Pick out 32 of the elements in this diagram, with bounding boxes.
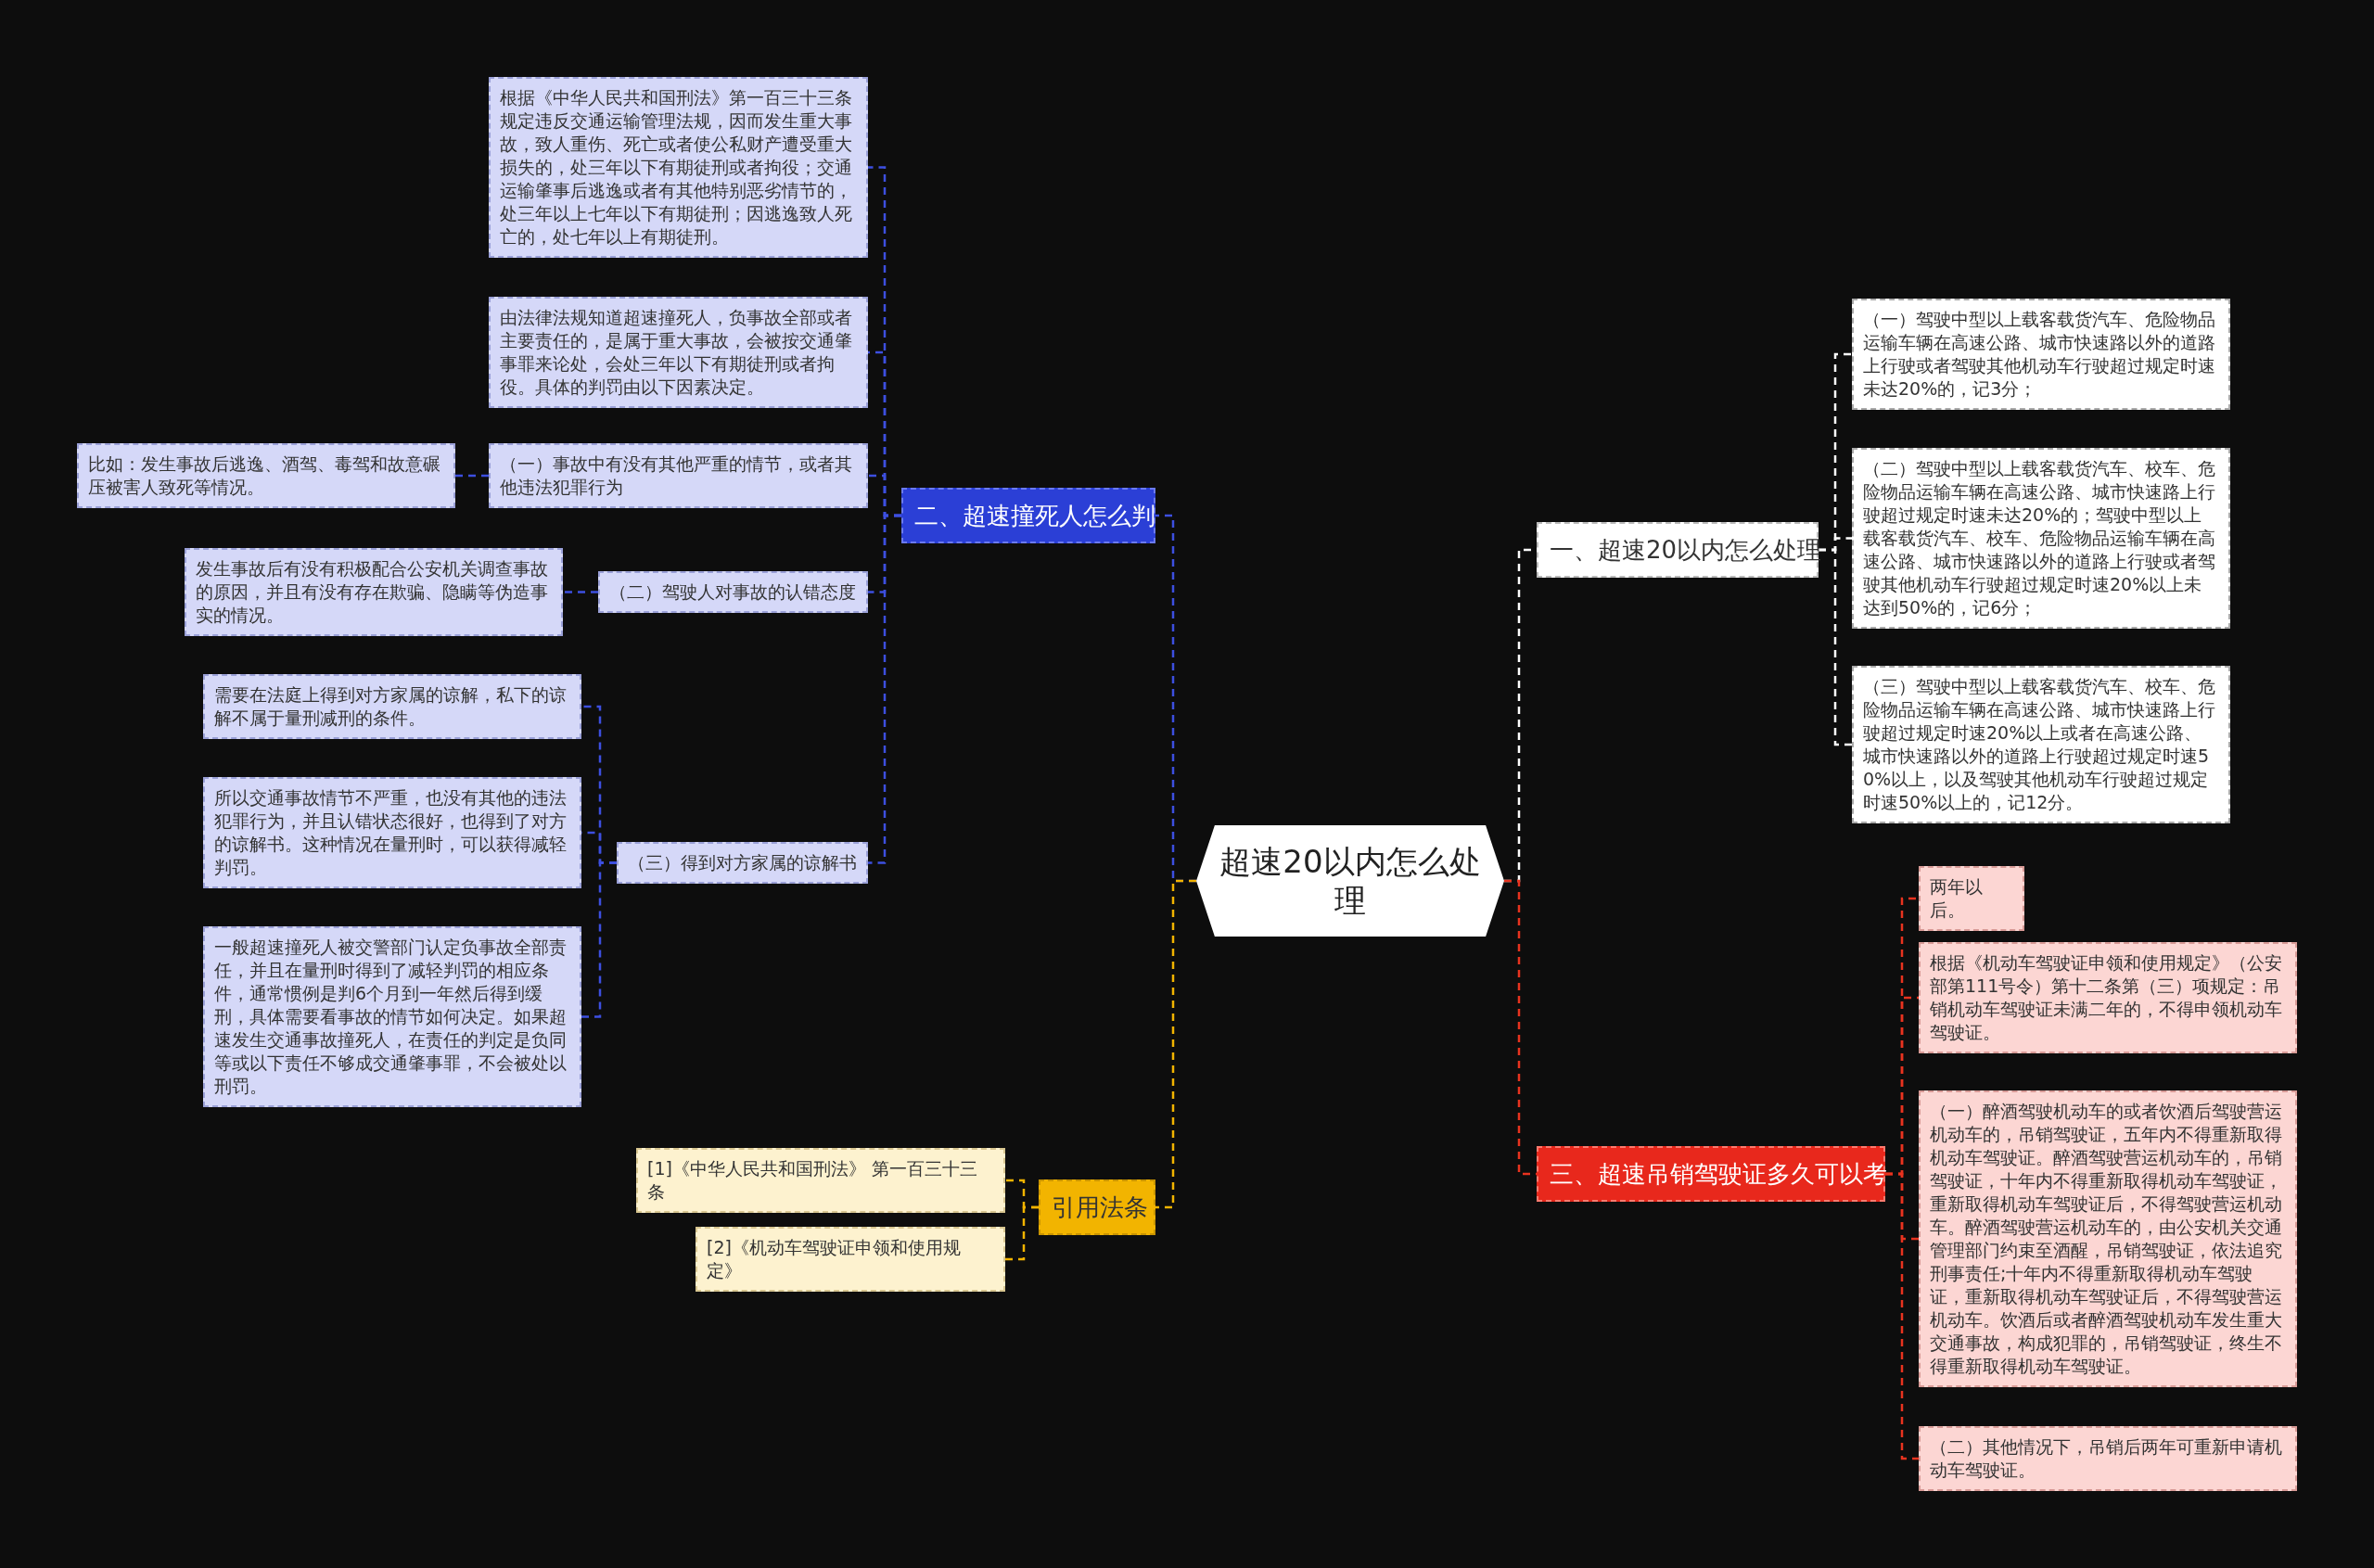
branch-topic: 三、超速吊销驾驶证多久可以考	[1537, 1146, 1885, 1202]
text-box: [2]《机动车驾驶证申领和使用规定》	[696, 1227, 1005, 1292]
central-topic: 超速20以内怎么处理	[1196, 825, 1504, 937]
branch-topic: 二、超速撞死人怎么判	[901, 488, 1155, 543]
connector-line	[1819, 548, 1852, 746]
connector-line	[455, 474, 489, 478]
text-box: （一）事故中有没有其他严重的情节，或者其他违法犯罪行为	[489, 443, 868, 508]
text-box: （一）驾驶中型以上载客载货汽车、危险物品运输车辆在高速公路、城市快速路以外的道路上行驶或者驾驶其他机动车行驶超过规定时速未达20%的，记3分；	[1852, 299, 2230, 410]
connector-line	[1155, 879, 1196, 1209]
text-box: 所以交通事故情节不严重，也没有其他的违法犯罪行为，并且认错状态很好，也得到了对方的谅解书。这种情况在量刑时，可以获得减轻判罚。	[203, 777, 581, 888]
text-box: （二）驾驶中型以上载客载货汽车、校车、危险物品运输车辆在高速公路、城市快速路上行驶超过规定时速未达20%的；驾驶中型以上载客载货汽车、校车、危险物品运输车辆在高速公路、城市快速路以外的道路上行驶或者驾驶其他机动车行驶超过规定时速20%以上未达到50%的，记6分；	[1852, 448, 2230, 629]
text-box: 比如：发生事故后逃逸、酒驾、毒驾和故意碾压被害人致死等情况。	[77, 443, 455, 508]
connector-line	[563, 591, 598, 593]
branch-topic: 一、超速20以内怎么处理	[1537, 522, 1819, 578]
branch-topic: 引用法条	[1039, 1179, 1155, 1235]
text-box: （三）驾驶中型以上载客载货汽车、校车、危险物品运输车辆在高速公路、城市快速路上行驶超过规定时速20%以上或者在高速公路、城市快速路以外的道路上行驶超过规定时速50%以上，以及驾驶其他机动车行驶超过规定时速50%以上的，记12分。	[1852, 666, 2230, 823]
connector-line	[1005, 1205, 1039, 1261]
text-box: （二）其他情况下，吊销后两年可重新申请机动车驾驶证。	[1919, 1426, 2297, 1491]
text-box: 需要在法庭上得到对方家属的谅解，私下的谅解不属于量刑减刑的条件。	[203, 674, 581, 739]
text-box: 两年以后。	[1919, 866, 2024, 931]
text-box: 根据《机动车驾驶证申领和使用规定》（公安部第111号令）第十二条第（三）项规定：吊销机动车驾驶证未满二年的，不得申领机动车驾驶证。	[1919, 942, 2297, 1053]
connector-line	[581, 861, 617, 1018]
text-box: 发生事故后有没有积极配合公安机关调查事故的原因，并且有没有存在欺骗、隐瞒等伪造事实的情况。	[185, 548, 563, 636]
text-box: [1]《中华人民共和国刑法》 第一百三十三条	[636, 1148, 1005, 1213]
text-box: 一般超速撞死人被交警部门认定负事故全部责任，并且在量刑时得到了减轻判罚的相应条件，通常惯例是判6个月到一年然后得到缓刑，具体需要看事故的情节如何决定。如果超速发生交通事故撞死人，在责任的判定是负同等或以下责任不够成交通肇事罪，不会被处以刑罚。	[203, 926, 581, 1107]
text-box: （二）驾驶人对事故的认错态度	[598, 571, 868, 613]
connector-line	[1885, 1172, 1919, 1460]
text-box: （三）得到对方家属的谅解书	[617, 842, 868, 884]
text-box: （一）醉酒驾驶机动车的或者饮酒后驾驶营运机动车的，吊销驾驶证，五年内不得重新取得机动车驾驶证。醉酒驾驶营运机动车的，吊销驾驶证，十年内不得重新取得机动车驾驶证，重新取得机动车驾驶证后，不得驾驶营运机动车。醉酒驾驶营运机动车的，由公安机关交通管理部门约束至酒醒，吊销驾驶证，依法追究刑事责任;十年内不得重新取得机动车驾驶证，重新取得机动车驾驶证后，不得驾驶营运机动车。饮酒后或者醉酒驾驶机动车发生重大交通事故，构成犯罪的，吊销驾驶证，终生不得重新取得机动车驾驶证。	[1919, 1090, 2297, 1387]
text-box: 由法律法规知道超速撞死人，负事故全部或者主要责任的，是属于重大事故，会被按交通肇事罪来论处，会处三年以下有期徒刑或者拘役。具体的判罚由以下因素决定。	[489, 297, 868, 408]
connector-line	[868, 514, 901, 864]
text-box: 根据《中华人民共和国刑法》第一百三十三条规定违反交通运输管理法规，因而发生重大事故，致人重伤、死亡或者使公私财产遭受重大损失的，处三年以下有期徒刑或者拘役；交通运输肇事后逃逸或者有其他特别恶劣情节的，处三年以上七年以下有期徒刑；因逃逸致人死亡的，处七年以上有期徒刑。	[489, 77, 868, 258]
